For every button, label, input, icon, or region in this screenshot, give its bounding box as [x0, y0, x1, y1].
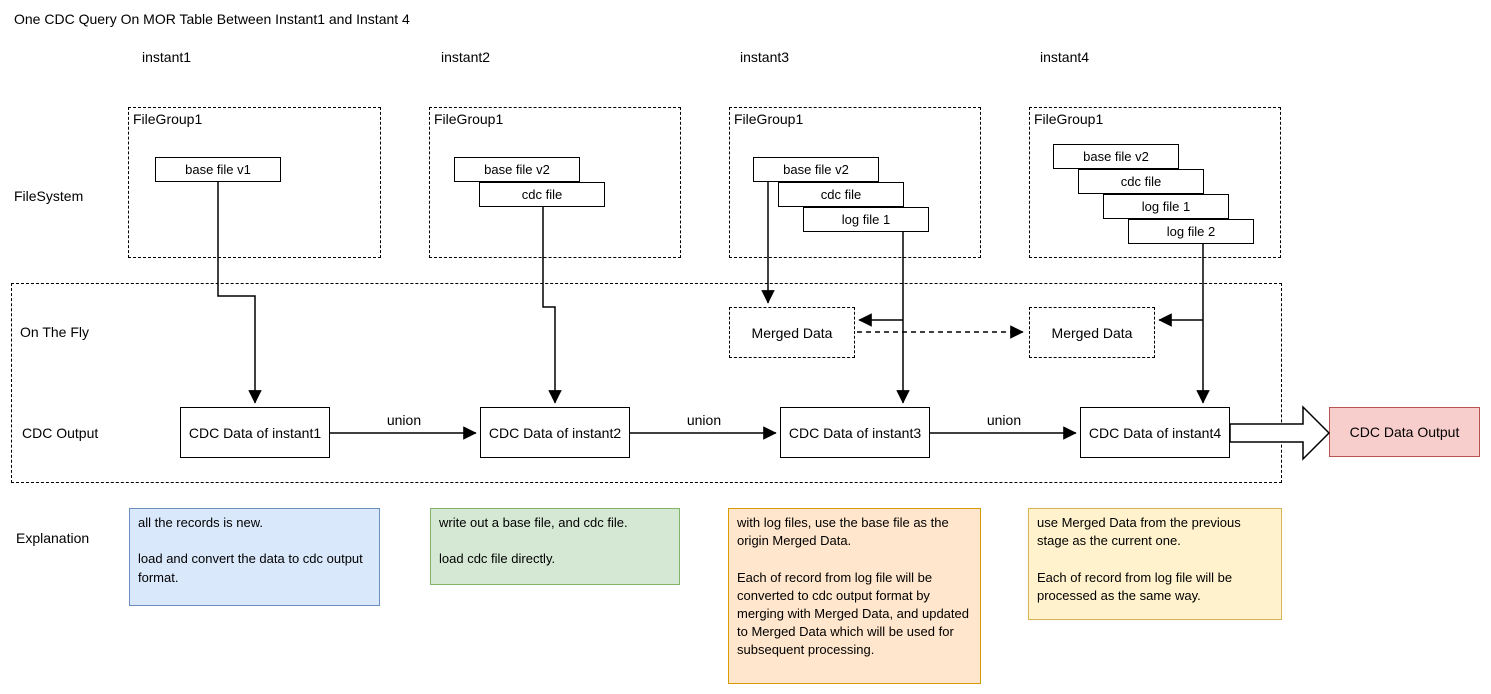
file-box-log-file-1: log file 1 — [1103, 194, 1229, 219]
filegroup-box-instant4: FileGroup1 — [1029, 107, 1281, 258]
cdc-data-box-instant3: CDC Data of instant3 — [780, 407, 930, 458]
cdc-data-box-instant4: CDC Data of instant4 — [1080, 407, 1230, 458]
row-label-explanation: Explanation — [16, 530, 90, 546]
filegroup-label: FileGroup1 — [133, 111, 203, 127]
filegroup-label: FileGroup1 — [734, 111, 804, 127]
file-box-cdc-file: cdc file — [479, 182, 605, 207]
merged-data-box-instant4: Merged Data — [1029, 307, 1155, 358]
explanation-box-instant1: all the records is new. load and convert… — [129, 508, 380, 606]
row-label-cdc-output: CDC Output — [22, 425, 99, 441]
cdc-data-output-box: CDC Data Output — [1329, 407, 1480, 457]
cdc-data-box-instant2: CDC Data of instant2 — [480, 407, 630, 458]
column-header-instant3: instant3 — [740, 49, 790, 65]
union-label-2: union — [686, 412, 722, 428]
union-label-3: union — [986, 412, 1022, 428]
file-box-cdc-file: cdc file — [1078, 169, 1204, 194]
filegroup-label: FileGroup1 — [1034, 111, 1104, 127]
row-label-filesystem: FileSystem — [14, 188, 84, 204]
union-label-1: union — [386, 412, 422, 428]
filegroup-label: FileGroup1 — [434, 111, 504, 127]
filegroup-box-instant1: FileGroup1 — [128, 107, 381, 258]
file-box-log-file-1: log file 1 — [803, 207, 929, 232]
file-box-base-file-v2: base file v2 — [454, 157, 580, 182]
merged-data-box-instant3: Merged Data — [729, 307, 855, 358]
diagram-title: One CDC Query On MOR Table Between Insta… — [14, 11, 410, 27]
file-box-base-file-v2: base file v2 — [753, 157, 879, 182]
row-label-on-the-fly: On The Fly — [20, 324, 89, 340]
processing-region — [11, 283, 1282, 483]
explanation-box-instant4: use Merged Data from the previous stage … — [1028, 508, 1282, 620]
file-box-log-file-2: log file 2 — [1128, 219, 1254, 244]
cdc-data-box-instant1: CDC Data of instant1 — [180, 407, 330, 458]
explanation-box-instant3: with log files, use the base file as the… — [728, 508, 981, 684]
file-box-cdc-file: cdc file — [778, 182, 904, 207]
file-box-base-file-v1: base file v1 — [155, 157, 281, 182]
explanation-box-instant2: write out a base file, and cdc file. loa… — [430, 508, 680, 585]
column-header-instant4: instant4 — [1040, 49, 1090, 65]
column-header-instant2: instant2 — [441, 49, 491, 65]
file-box-base-file-v2: base file v2 — [1053, 144, 1179, 169]
filegroup-box-instant3: FileGroup1 — [729, 107, 981, 258]
column-header-instant1: instant1 — [142, 49, 192, 65]
